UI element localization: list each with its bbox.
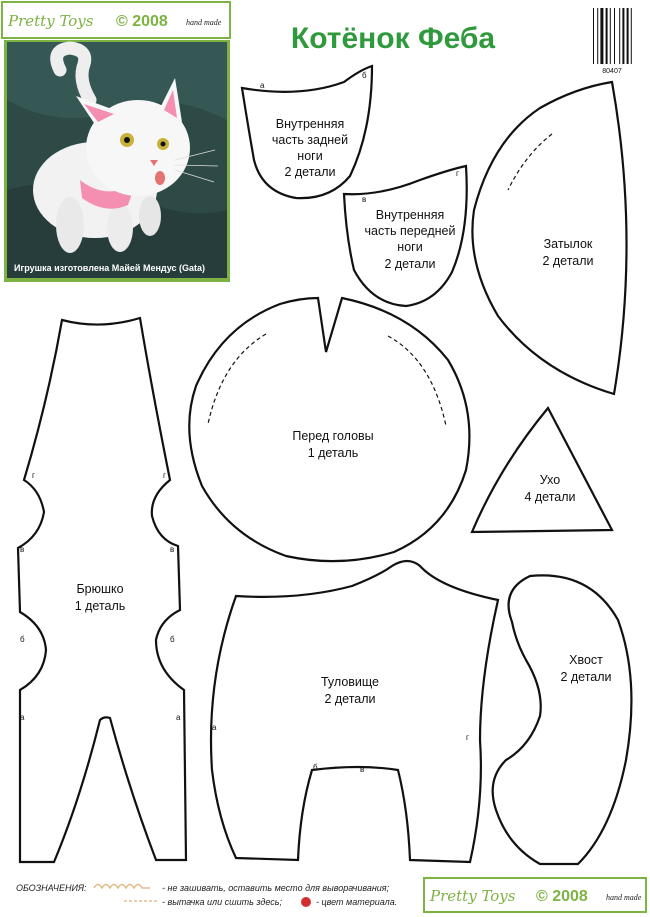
svg-text:б: б — [20, 635, 25, 644]
barcode-bar — [597, 8, 599, 64]
svg-text:г: г — [32, 471, 35, 480]
svg-text:1 деталь: 1 деталь — [308, 446, 359, 460]
barcode-bar — [622, 8, 625, 64]
brand-logo-top: Pretty Toys © 2008 hand made — [1, 1, 231, 39]
barcode-bar — [609, 8, 611, 64]
svg-text:в: в — [360, 765, 364, 774]
brand-year: © 2008 — [116, 13, 168, 30]
piece-torso: а г б в Туловище 2 детали — [209, 559, 500, 864]
barcode-bar — [626, 8, 629, 64]
piece-front-leg: в г Внутренняя часть передней ноги 2 дет… — [342, 164, 468, 308]
svg-text:а: а — [212, 723, 217, 732]
svg-text:Хвост: Хвост — [569, 653, 603, 667]
svg-text:часть задней: часть задней — [272, 133, 348, 147]
material-color-dot — [301, 897, 311, 907]
svg-text:ноги: ноги — [397, 240, 422, 254]
no-sew-symbol — [93, 883, 150, 890]
svg-text:2 детали: 2 детали — [284, 165, 335, 179]
svg-text:часть передней: часть передней — [365, 224, 456, 238]
svg-text:2 детали: 2 детали — [384, 257, 435, 271]
legend-item-material: - цвет материала. — [316, 897, 397, 907]
svg-text:2 детали: 2 детали — [542, 254, 593, 268]
svg-text:а: а — [20, 713, 25, 722]
brand-logo-bottom: Pretty Toys © 2008 hand made — [423, 877, 647, 913]
barcode-bar — [593, 8, 594, 64]
svg-text:Внутренняя: Внутренняя — [376, 208, 444, 222]
svg-text:Туловище: Туловище — [321, 675, 379, 689]
brand-tagline-footer: hand made — [606, 893, 642, 902]
piece-ear: Ухо 4 детали — [470, 406, 614, 534]
svg-text:Брюшко: Брюшко — [76, 582, 123, 596]
barcode-bar — [630, 8, 632, 64]
brand-name: Pretty Toys — [7, 12, 94, 30]
toy-photo: Игрушка изготовлена Майей Мендус (Gata) — [4, 40, 230, 282]
svg-text:2 детали: 2 детали — [324, 692, 375, 706]
svg-text:Внутренняя: Внутренняя — [276, 117, 344, 131]
brand-year-footer: © 2008 — [536, 888, 588, 905]
barcode: 80407 — [591, 6, 637, 75]
brand-name-footer: Pretty Toys — [429, 887, 516, 905]
svg-text:4 детали: 4 детали — [524, 490, 575, 504]
piece-head-front: Перед головы 1 деталь — [188, 296, 471, 563]
barcode-bar — [600, 8, 604, 64]
piece-back-leg: а б Внутренняя часть задней ноги 2 детал… — [240, 64, 374, 200]
page-title: Котёнок Феба — [291, 22, 495, 55]
legend-item-dart: - вытачка или сшить здесь; — [162, 897, 283, 907]
svg-text:г: г — [456, 169, 459, 178]
svg-text:в: в — [20, 545, 24, 554]
svg-text:в: в — [170, 545, 174, 554]
svg-text:а: а — [176, 713, 181, 722]
photo-caption: Игрушка изготовлена Майей Мендус (Gata) — [14, 263, 205, 273]
legend-heading: ОБОЗНАЧЕНИЯ: — [16, 883, 87, 893]
piece-belly: г г в в б б а а Брюшко 1 деталь — [16, 316, 188, 864]
svg-text:г: г — [466, 733, 469, 742]
svg-text:2 детали: 2 детали — [560, 670, 611, 684]
legend-item-no-sew: - не зашивать, оставить место для вывора… — [162, 883, 390, 893]
kitten-figure — [33, 41, 219, 253]
barcode-bar — [614, 8, 615, 64]
barcode-number: 80407 — [602, 68, 622, 75]
svg-text:г: г — [163, 471, 166, 480]
svg-text:Затылок: Затылок — [544, 237, 593, 251]
brand-tagline: hand made — [186, 18, 222, 27]
svg-text:Ухо: Ухо — [540, 473, 560, 487]
svg-text:а: а — [260, 81, 265, 90]
svg-text:б: б — [313, 763, 318, 772]
piece-tail: Хвост 2 детали — [491, 574, 633, 866]
svg-text:ноги: ноги — [297, 149, 322, 163]
svg-text:б: б — [170, 635, 175, 644]
barcode-bar — [619, 8, 621, 64]
svg-text:б: б — [362, 71, 367, 80]
svg-text:1 деталь: 1 деталь — [75, 599, 126, 613]
svg-text:в: в — [362, 195, 366, 204]
barcode-bar — [605, 8, 608, 64]
svg-text:Перед головы: Перед головы — [292, 429, 373, 443]
piece-nape: Затылок 2 детали — [471, 80, 628, 396]
legend: ОБОЗНАЧЕНИЯ: - не зашивать, оставить мес… — [16, 883, 397, 907]
